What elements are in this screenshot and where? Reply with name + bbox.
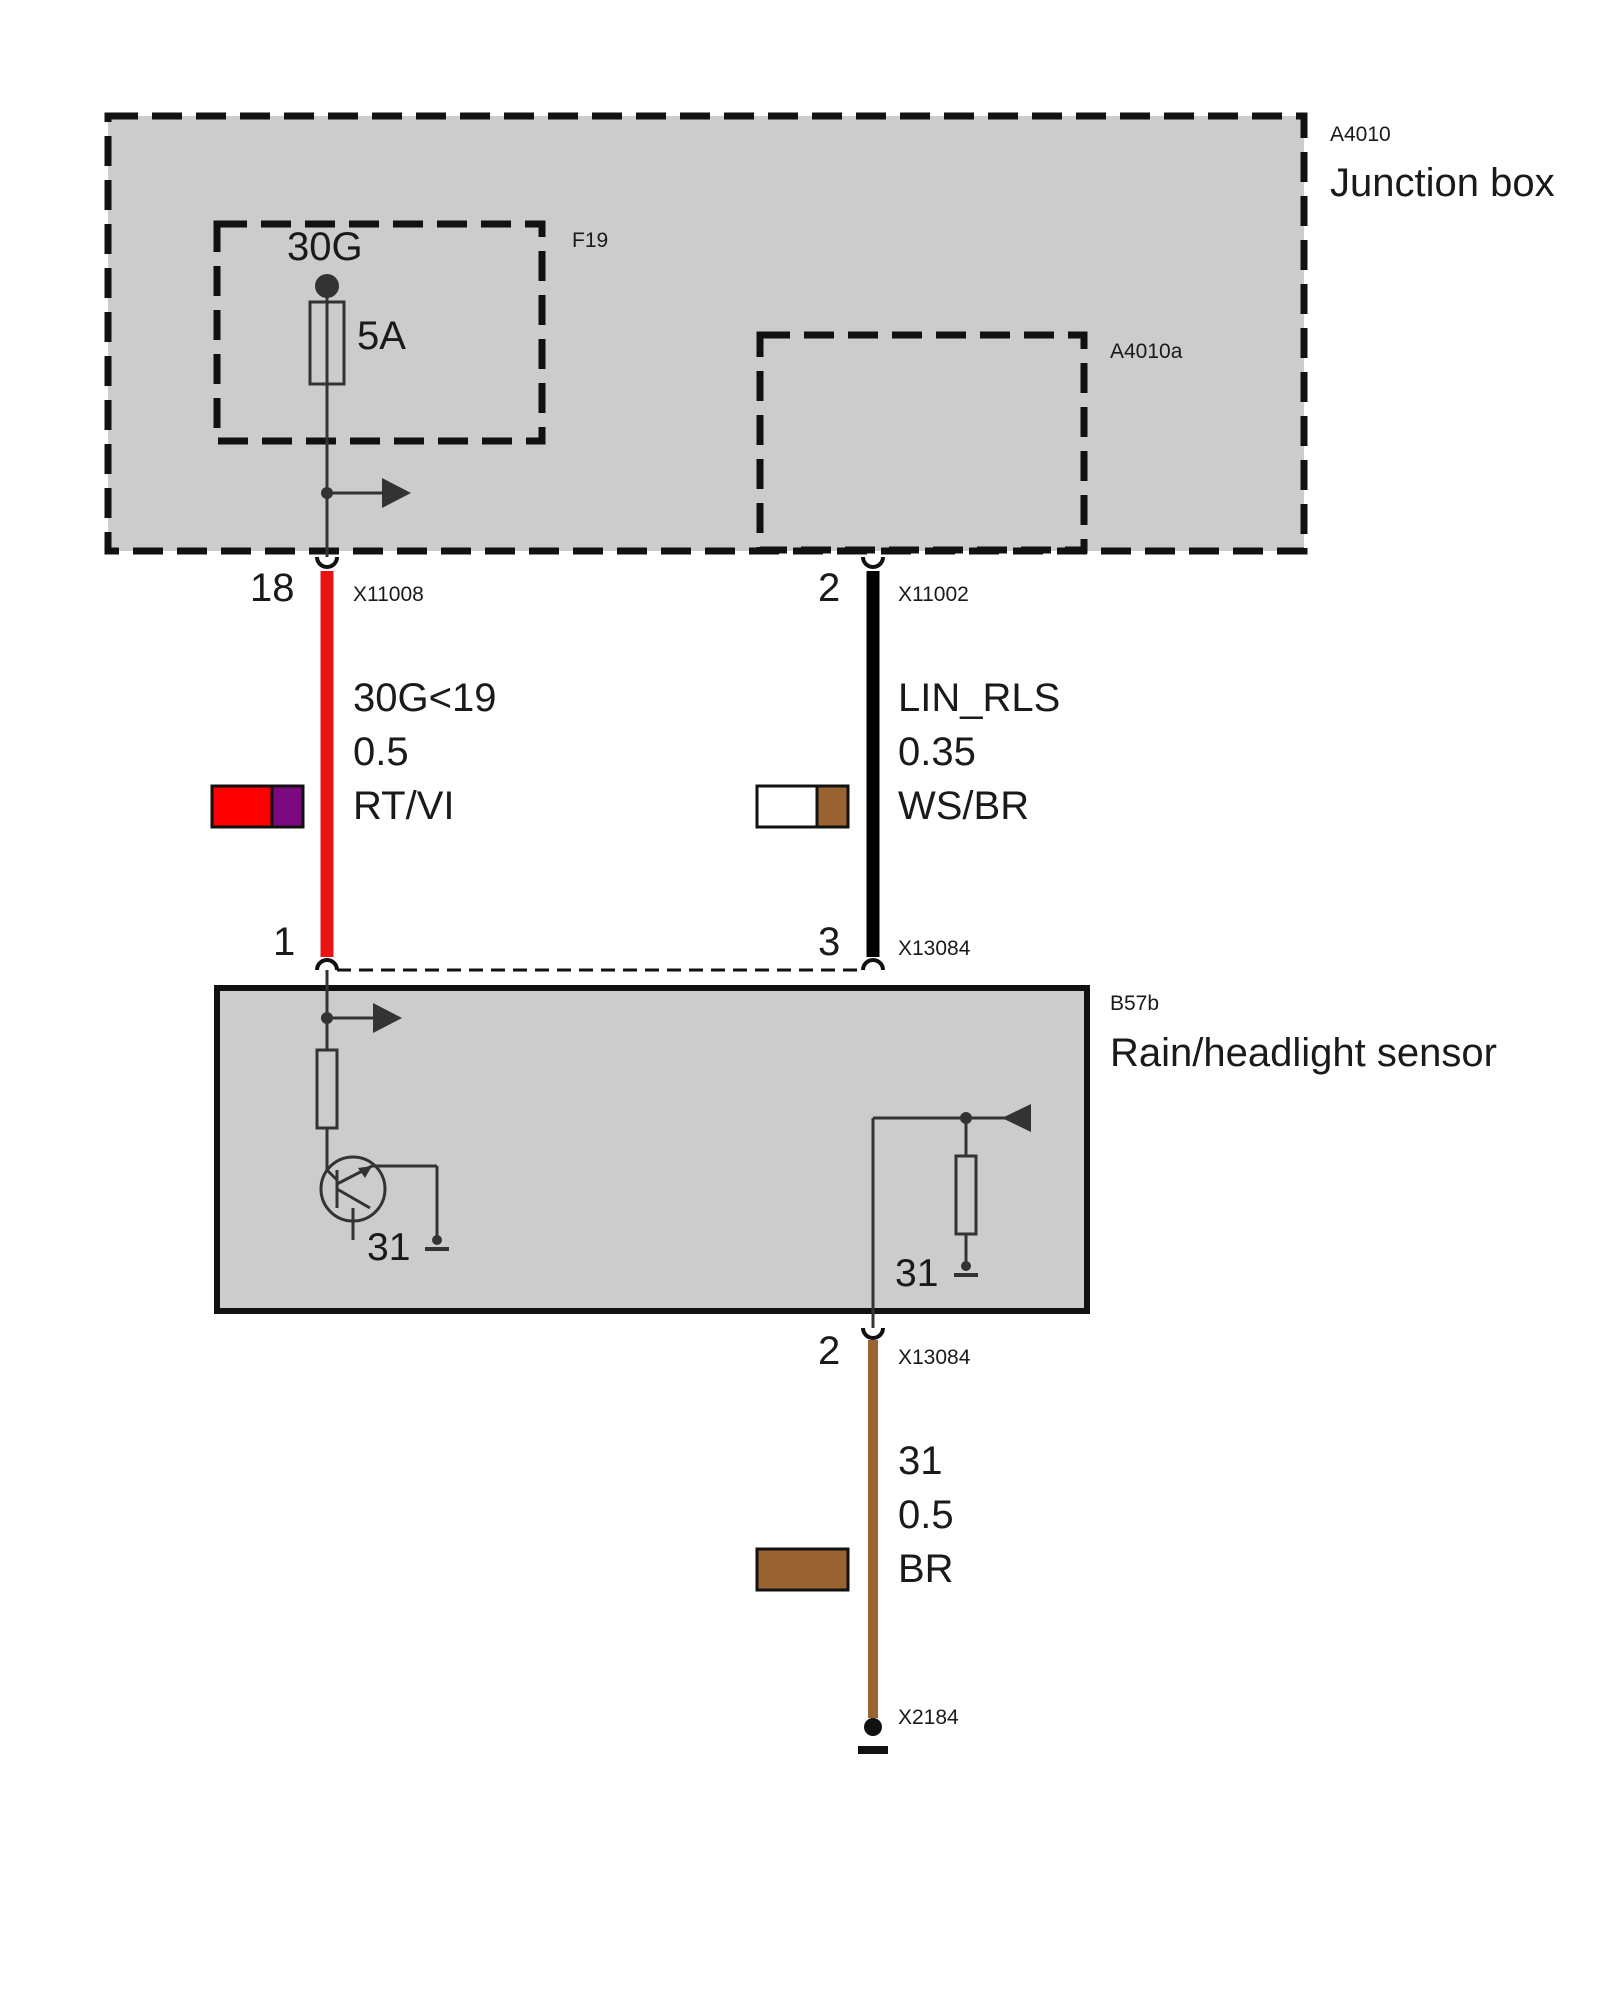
junction-box-id: A4010	[1330, 123, 1391, 146]
wire3-from-connector: X13084	[898, 1346, 971, 1369]
wire3-signal: 31	[898, 1439, 943, 1483]
wire2-signal: LIN_RLS	[898, 676, 1060, 720]
wire1-from-pin: 18	[250, 566, 295, 610]
emitter-arrow-icon	[358, 1166, 372, 1178]
wire1-color-code: RT/VI	[353, 784, 455, 828]
submodule-id: A4010a	[1110, 340, 1183, 363]
ground-node	[961, 1261, 971, 1271]
wire1-to-pin: 1	[273, 920, 295, 964]
junction-box	[104, 112, 1308, 555]
ground-point-node	[864, 1718, 882, 1736]
sensor-label: Rain/headlight sensor	[1110, 1031, 1497, 1075]
fuse-rating: 5A	[357, 314, 406, 358]
connector-socket	[861, 958, 885, 971]
wire2-color-swatch-stripe	[815, 784, 850, 829]
ground-label-right: 31	[895, 1252, 938, 1295]
wire3-color-code: BR	[898, 1547, 954, 1591]
wire1-color-swatch-primary	[210, 784, 274, 829]
continuation-arrow-icon	[373, 1003, 402, 1033]
wire2-gauge: 0.35	[898, 730, 976, 774]
fuse-terminal-label: 30G	[287, 225, 363, 269]
submodule-box	[756, 331, 1088, 554]
input-arrow-icon	[1002, 1104, 1031, 1132]
sensor-box	[214, 985, 1090, 1314]
continuation-arrow-icon	[382, 478, 411, 508]
wire2-color-code: WS/BR	[898, 784, 1029, 828]
fuse-id: F19	[572, 229, 608, 252]
connector-socket	[315, 958, 339, 971]
wire2-from-pin: 2	[818, 566, 840, 610]
wire1-from-connector: X11008	[353, 583, 424, 606]
wire2-to-pin: 3	[818, 920, 840, 964]
connector-socket	[315, 556, 339, 569]
junction-box-label: Junction box	[1330, 161, 1555, 205]
ground-node	[432, 1235, 442, 1245]
wire1-color-swatch-stripe	[270, 784, 305, 829]
transistor-collector	[336, 1187, 371, 1210]
wire3-gauge: 0.5	[898, 1493, 954, 1537]
connector-socket	[861, 556, 885, 569]
wire2-color-swatch-primary	[755, 784, 819, 829]
connector-socket	[861, 1327, 885, 1340]
sensor-id: B57b	[1110, 992, 1159, 1015]
wire3-from-pin: 2	[818, 1329, 840, 1373]
ground-point-connector: X2184	[898, 1706, 959, 1729]
fuse-box	[213, 220, 546, 445]
transistor-collector-lead	[325, 1168, 339, 1182]
wire3-color-swatch	[755, 1547, 850, 1592]
wire2-to-connector: X13084	[898, 937, 971, 960]
ground-label-left: 31	[367, 1226, 410, 1269]
wire1-gauge: 0.5	[353, 730, 409, 774]
wire1-signal: 30G<19	[353, 676, 496, 720]
wire2-from-connector: X11002	[898, 583, 969, 606]
